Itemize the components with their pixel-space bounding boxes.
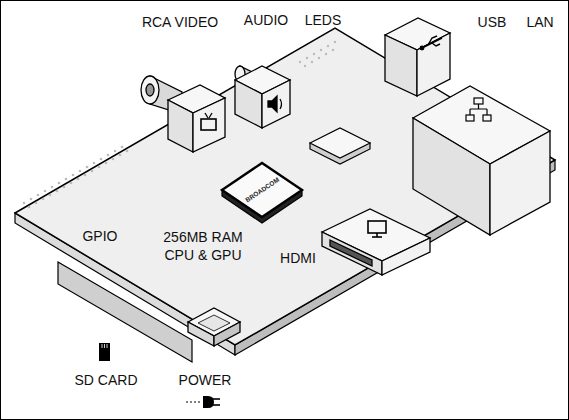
power-connector xyxy=(188,308,240,346)
rca-connector xyxy=(141,76,225,152)
part-label: GPIO xyxy=(82,227,117,245)
leds-chip xyxy=(310,128,370,164)
part-label: LAN xyxy=(526,13,553,31)
part-label: 256MB RAM CPU & GPU xyxy=(153,228,253,264)
sd-card-icon xyxy=(99,343,110,361)
chip-marking: BROADCOM xyxy=(243,176,280,205)
part-label: POWER xyxy=(179,371,232,389)
power-plug-icon xyxy=(186,396,220,408)
part-label: RCA VIDEO xyxy=(142,13,218,31)
cpu-chip xyxy=(222,163,302,223)
part-label: HDMI xyxy=(280,249,316,267)
hdmi-connector xyxy=(322,209,430,275)
part-label: SD CARD xyxy=(74,371,137,389)
part-label: USB xyxy=(478,13,507,31)
usb-connector xyxy=(385,18,450,96)
audio-connector xyxy=(235,66,290,128)
lan-connector xyxy=(413,86,550,235)
part-label: AUDIO xyxy=(244,11,288,29)
board-top xyxy=(15,28,555,345)
part-label: LEDS xyxy=(305,11,342,29)
sd-card-icon-lines xyxy=(102,344,107,348)
